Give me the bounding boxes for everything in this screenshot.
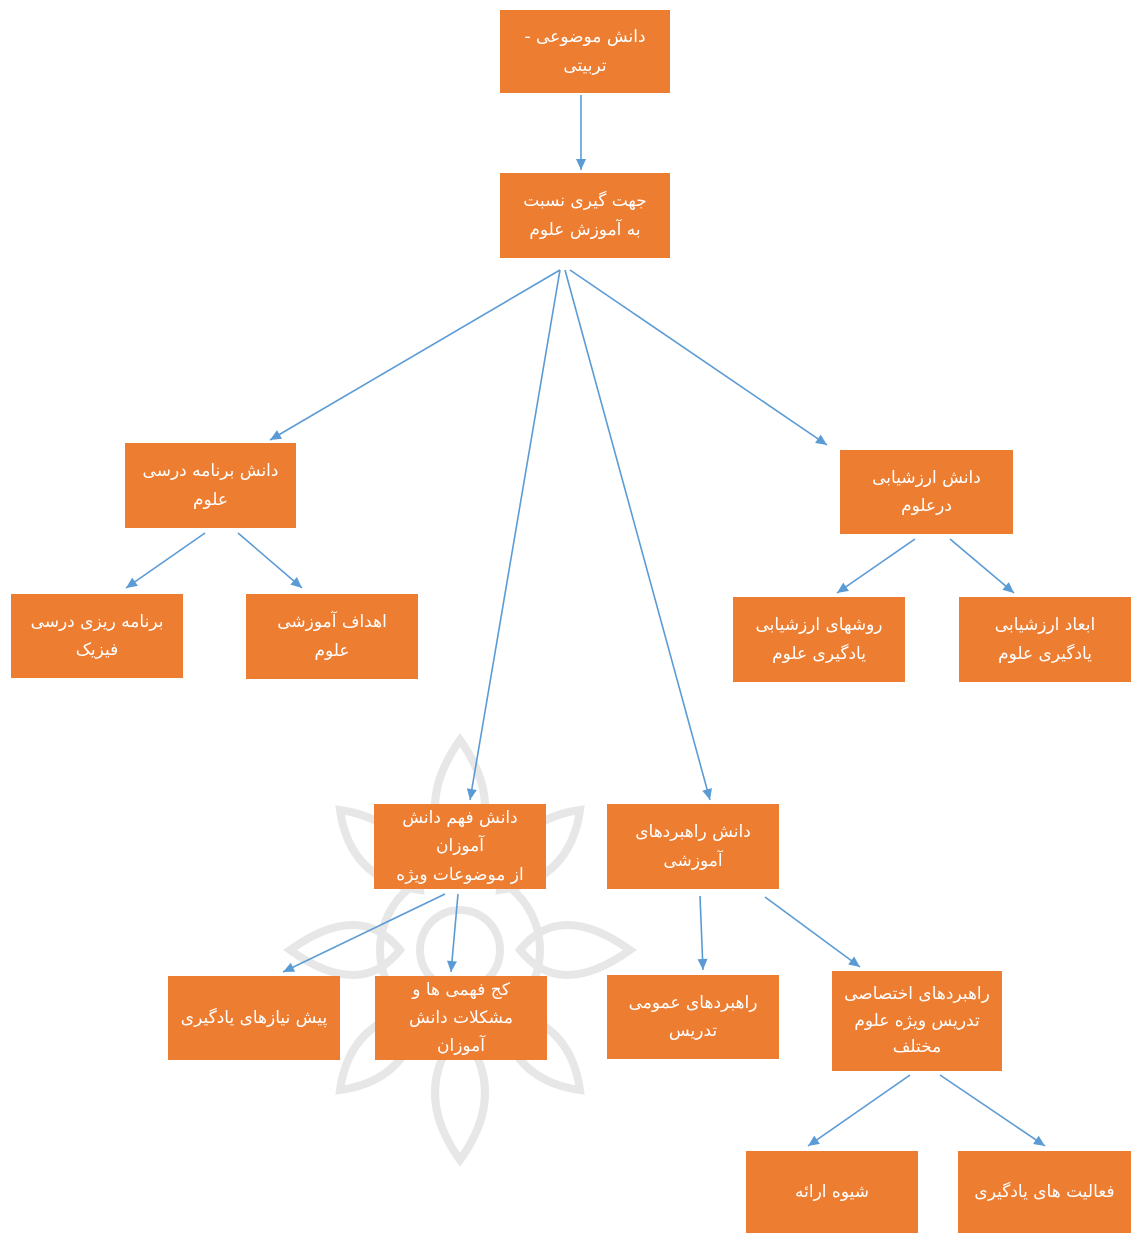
- node-orientation: جهت گیری نسبت به آموزش علوم: [500, 173, 670, 258]
- node-edu-goals: اهداف آموزشی علوم: [246, 594, 418, 679]
- arrow-orientation-to-assessment: [569, 269, 828, 446]
- arrow-specific_strategies-to-activities: [939, 1074, 1046, 1147]
- arrow-orientation-to-student_understanding: [466, 269, 561, 801]
- node-physics-planning: برنامه ریزی درسی فیزیک: [11, 594, 183, 678]
- node-prerequisites: پیش نیازهای یادگیری: [168, 976, 340, 1060]
- arrow-student_understanding-to-prerequisites: [282, 893, 446, 973]
- node-strategies: دانش راهبردهای آموزشی: [607, 804, 779, 889]
- arrow-curriculum-to-physics_planning: [125, 532, 206, 589]
- node-root: دانش موضوعی - تربیتی: [500, 10, 670, 93]
- node-general-strategies: راهبردهای عمومی تدریس: [607, 975, 779, 1059]
- arrow-orientation-to-curriculum: [269, 269, 561, 441]
- node-presentation: شیوه ارائه: [746, 1151, 918, 1233]
- arrow-assessment-to-assess_dims: [949, 538, 1015, 594]
- arrow-curriculum-to-edu_goals: [237, 532, 303, 589]
- arrow-orientation-to-strategies: [564, 269, 712, 801]
- arrow-strategies-to-specific_strategies: [764, 896, 861, 968]
- arrow-specific_strategies-to-presentation: [807, 1074, 911, 1147]
- arrow-strategies-to-general_strategies: [697, 895, 708, 971]
- node-curriculum: دانش برنامه درسی علوم: [125, 443, 296, 528]
- node-student-understanding: دانش فهم دانش آموزان از موضوعات ویژه: [374, 804, 546, 889]
- node-assessment: دانش ارزشیابی درعلوم: [840, 450, 1013, 534]
- node-assess-dims: ابعاد ارزشیابی یادگیری علوم: [959, 597, 1131, 682]
- node-activities: فعالیت های یادگیری: [958, 1151, 1131, 1233]
- arrow-student_understanding-to-misconceptions: [447, 893, 459, 973]
- arrow-root-to-orientation: [576, 95, 586, 170]
- node-specific-strategies: راهبردهای اختصاصی تدریس ویژه علوم مختلف: [832, 971, 1002, 1071]
- arrow-assessment-to-assess_methods: [836, 538, 916, 594]
- node-assess-methods: روشهای ارزشیابی یادگیری علوم: [733, 597, 905, 682]
- node-misconceptions: کج فهمی ها و مشکلات دانش آموزان: [375, 976, 547, 1060]
